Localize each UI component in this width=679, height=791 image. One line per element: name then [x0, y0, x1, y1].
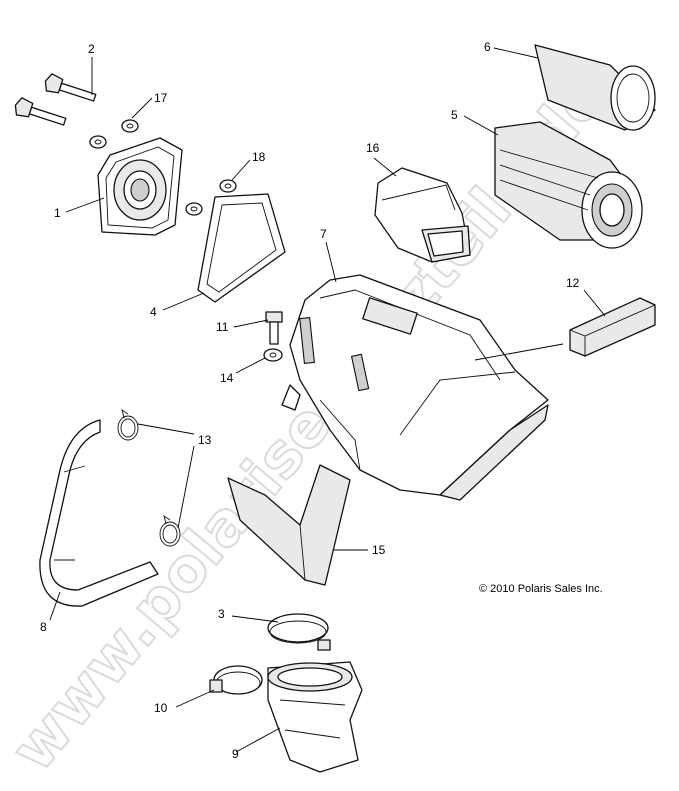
part-13-clamps	[117, 408, 181, 547]
callout-14: 14	[220, 371, 234, 385]
part-4-gasket	[197, 193, 286, 303]
part-8-hose	[39, 419, 159, 607]
callout-1: 1	[54, 206, 61, 220]
callout-13: 13	[198, 433, 212, 447]
part-15-foam-strip	[227, 464, 351, 586]
callout-6: 6	[484, 40, 491, 54]
part-9-intake-boot	[267, 661, 363, 773]
callout-12: 12	[566, 276, 580, 290]
part-2-bolts	[14, 73, 97, 126]
part-17-washers	[89, 119, 139, 149]
callout-labels: 2 17 1 18 4 6 5 16 7 12 11 14 13 8 15 3 …	[40, 40, 580, 761]
callout-17: 17	[154, 91, 168, 105]
callout-15: 15	[372, 543, 386, 557]
part-14-washer	[263, 348, 283, 362]
callout-4: 4	[150, 305, 157, 319]
part-10-clamp	[209, 665, 263, 695]
part-6-prefilter	[534, 44, 656, 131]
callout-7: 7	[320, 227, 327, 241]
callout-11: 11	[216, 320, 229, 334]
callout-3: 3	[218, 607, 225, 621]
part-1-intake-bracket	[97, 137, 183, 236]
part-12-foam-block	[569, 297, 656, 357]
part-5-air-filter	[494, 121, 643, 249]
callout-16: 16	[366, 141, 380, 155]
callout-2: 2	[88, 42, 95, 56]
callout-10: 10	[154, 701, 168, 715]
copyright-notice: © 2010 Polaris Sales Inc.	[479, 583, 603, 595]
leader-lines	[49, 47, 606, 753]
callout-18: 18	[252, 150, 266, 164]
part-11-bolt	[265, 311, 283, 345]
callout-5: 5	[451, 108, 458, 122]
part-16-filter-boot	[374, 167, 471, 263]
part-3-clamp	[267, 613, 331, 651]
callout-8: 8	[40, 620, 47, 634]
part-7-airbox	[281, 274, 549, 501]
callout-9: 9	[232, 747, 239, 761]
part-18-washers	[185, 179, 237, 216]
